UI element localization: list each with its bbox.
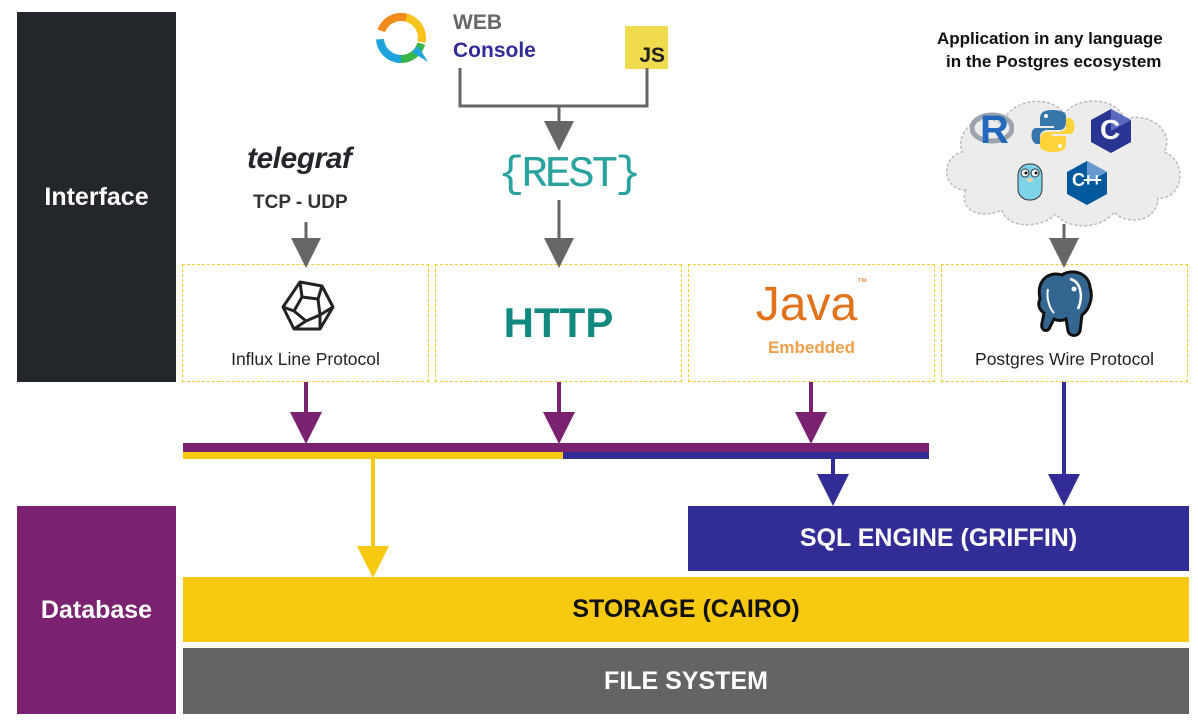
postgres-protocol-label: Postgres Wire Protocol: [975, 349, 1154, 369]
storage-layer: STORAGE (CAIRO): [183, 577, 1189, 642]
web-label: WEB: [453, 11, 502, 34]
database-category-label: Database: [17, 506, 176, 714]
python-icon: [1031, 110, 1075, 152]
java-protocol-box: Java™ Embedded: [688, 264, 935, 382]
postgres-elephant-icon: [1037, 270, 1093, 337]
sql-engine-layer: SQL ENGINE (GRIFFIN): [688, 506, 1189, 571]
application-caption-line1: Application in any language: [937, 29, 1163, 48]
go-gopher-icon: [1017, 163, 1043, 201]
influx-protocol-label: Influx Line Protocol: [231, 349, 380, 369]
file-system-layer: FILE SYSTEM: [183, 648, 1189, 714]
java-logo: Java™: [755, 277, 868, 331]
cpp-language-icon: C++: [1066, 160, 1108, 206]
quasar-logo-icon: [376, 13, 428, 63]
interface-category-label: Interface: [17, 12, 176, 382]
application-caption-line2: in the Postgres ecosystem: [946, 52, 1162, 71]
postgres-protocol-box: Postgres Wire Protocol: [941, 264, 1188, 382]
java-embedded-label: Embedded: [768, 338, 855, 357]
r-language-icon: R: [969, 108, 1015, 152]
telegraf-logo: telegraf: [247, 142, 352, 175]
rest-logo: {REST}: [498, 150, 641, 200]
influx-protocol-box: Influx Line Protocol: [182, 264, 429, 382]
http-logo: HTTP: [503, 299, 614, 346]
polyhedron-icon: [281, 280, 335, 331]
http-protocol-box: HTTP: [435, 264, 682, 382]
console-label: Console: [453, 39, 536, 62]
javascript-logo-icon: JS: [625, 26, 668, 69]
c-language-icon: C: [1090, 108, 1132, 154]
telegraf-transport-label: TCP - UDP: [253, 192, 348, 213]
